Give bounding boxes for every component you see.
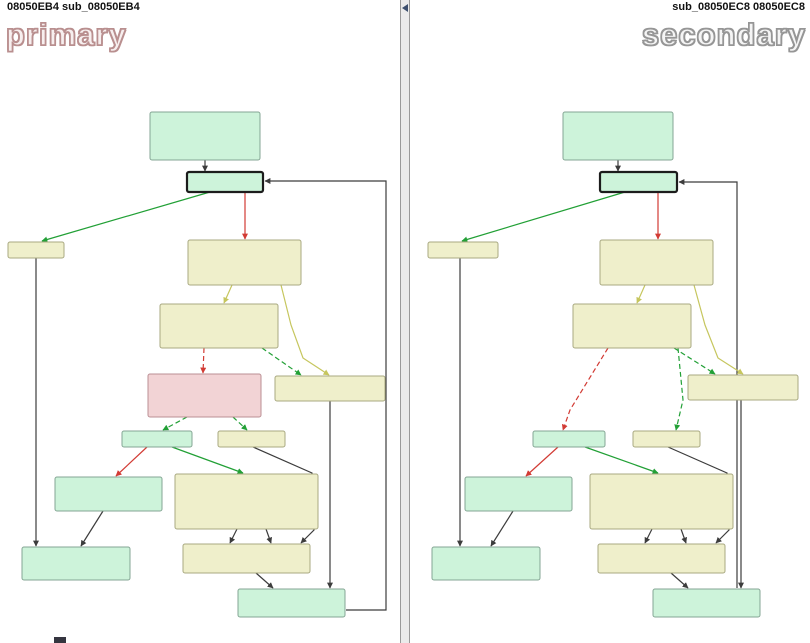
graph-node-c5[interactable] [572,303,692,349]
graph-node-c4[interactable] [599,239,714,286]
graph-edge-n6-n8 [162,416,188,431]
primary-watermark: primary [5,17,127,52]
graph-edge-c14-c2 [678,179,738,588]
graph-edge-n4-n7 [280,284,330,376]
graph-node-n10[interactable] [54,476,163,512]
graph-edge-n8-n11 [171,446,244,474]
graph-edge-c4-c5 [636,284,646,304]
primary-graph-panel[interactable]: 08050EB4 sub_08050EB4 primary [0,0,400,643]
graph-edge-c5-c8 [561,347,609,431]
secondary-watermark: secondary [641,17,806,52]
graph-edge-c10-c12 [490,510,514,547]
graph-edge-c2-c3 [461,191,626,243]
graph-node-n1[interactable] [149,111,261,161]
graph-edge-c13-c14 [670,572,689,589]
graph-edge-n8-n10 [115,446,148,477]
secondary-graph-header: sub_08050EC8 08050EC8 [672,1,805,13]
graph-edge-n11-n13 [229,528,238,544]
graph-node-c2[interactable] [598,170,679,194]
graph-node-n2[interactable] [185,170,265,194]
graph-edge-c11-c13 [680,528,688,544]
clipped-bottom-widget [54,637,66,643]
graph-node-n5[interactable] [159,303,279,349]
graph-edge-n2-n3 [41,191,211,243]
graph-edge-n5-n6 [200,347,207,374]
primary-graph-canvas[interactable] [0,0,400,643]
graph-node-n3[interactable] [7,241,65,259]
graph-node-n14[interactable] [237,588,346,618]
graph-node-c7[interactable] [687,374,799,401]
graph-edge-n5-n7 [261,347,302,376]
secondary-graph-canvas[interactable] [410,0,810,643]
graph-node-c12[interactable] [431,546,541,581]
graph-node-c3[interactable] [427,241,499,259]
graph-node-c14[interactable] [652,588,761,618]
graph-node-n6[interactable] [147,373,262,418]
graph-edge-n14-n2 [264,178,387,611]
graph-node-n7[interactable] [274,375,386,402]
graph-edge-c4-c7 [693,284,744,375]
graph-node-c10[interactable] [464,476,573,512]
graph-node-c13[interactable] [597,543,726,574]
graph-edge-c11-c13 [644,528,653,544]
graph-node-c9[interactable] [632,430,701,448]
graph-edge-c8-c10 [525,446,559,477]
graph-edge-n13-n14 [255,572,274,589]
graph-node-c8[interactable] [532,430,606,448]
graph-node-n12[interactable] [21,546,131,581]
graph-edge-c5-c7 [673,347,716,375]
graph-node-n11[interactable] [174,473,319,530]
graph-node-n4[interactable] [187,239,302,286]
graph-edge-c5-c9 [674,347,684,431]
graph-node-n9[interactable] [217,430,286,448]
graph-edge-n11-n13 [265,528,273,544]
secondary-graph-panel[interactable]: sub_08050EC8 08050EC8 secondary [410,0,810,643]
graph-node-n13[interactable] [182,543,311,574]
splitter-collapse-icon[interactable] [402,4,408,12]
graph-edge-n6-n9 [232,416,248,431]
primary-graph-header: 08050EB4 sub_08050EB4 [7,1,140,13]
graph-node-c1[interactable] [562,111,674,161]
graph-node-c11[interactable] [589,473,734,530]
graph-node-n8[interactable] [121,430,193,448]
panel-splitter[interactable] [400,0,410,643]
graph-edge-n10-n12 [80,510,104,547]
graph-edge-c8-c11 [584,446,659,475]
graph-edge-n4-n5 [223,284,233,304]
